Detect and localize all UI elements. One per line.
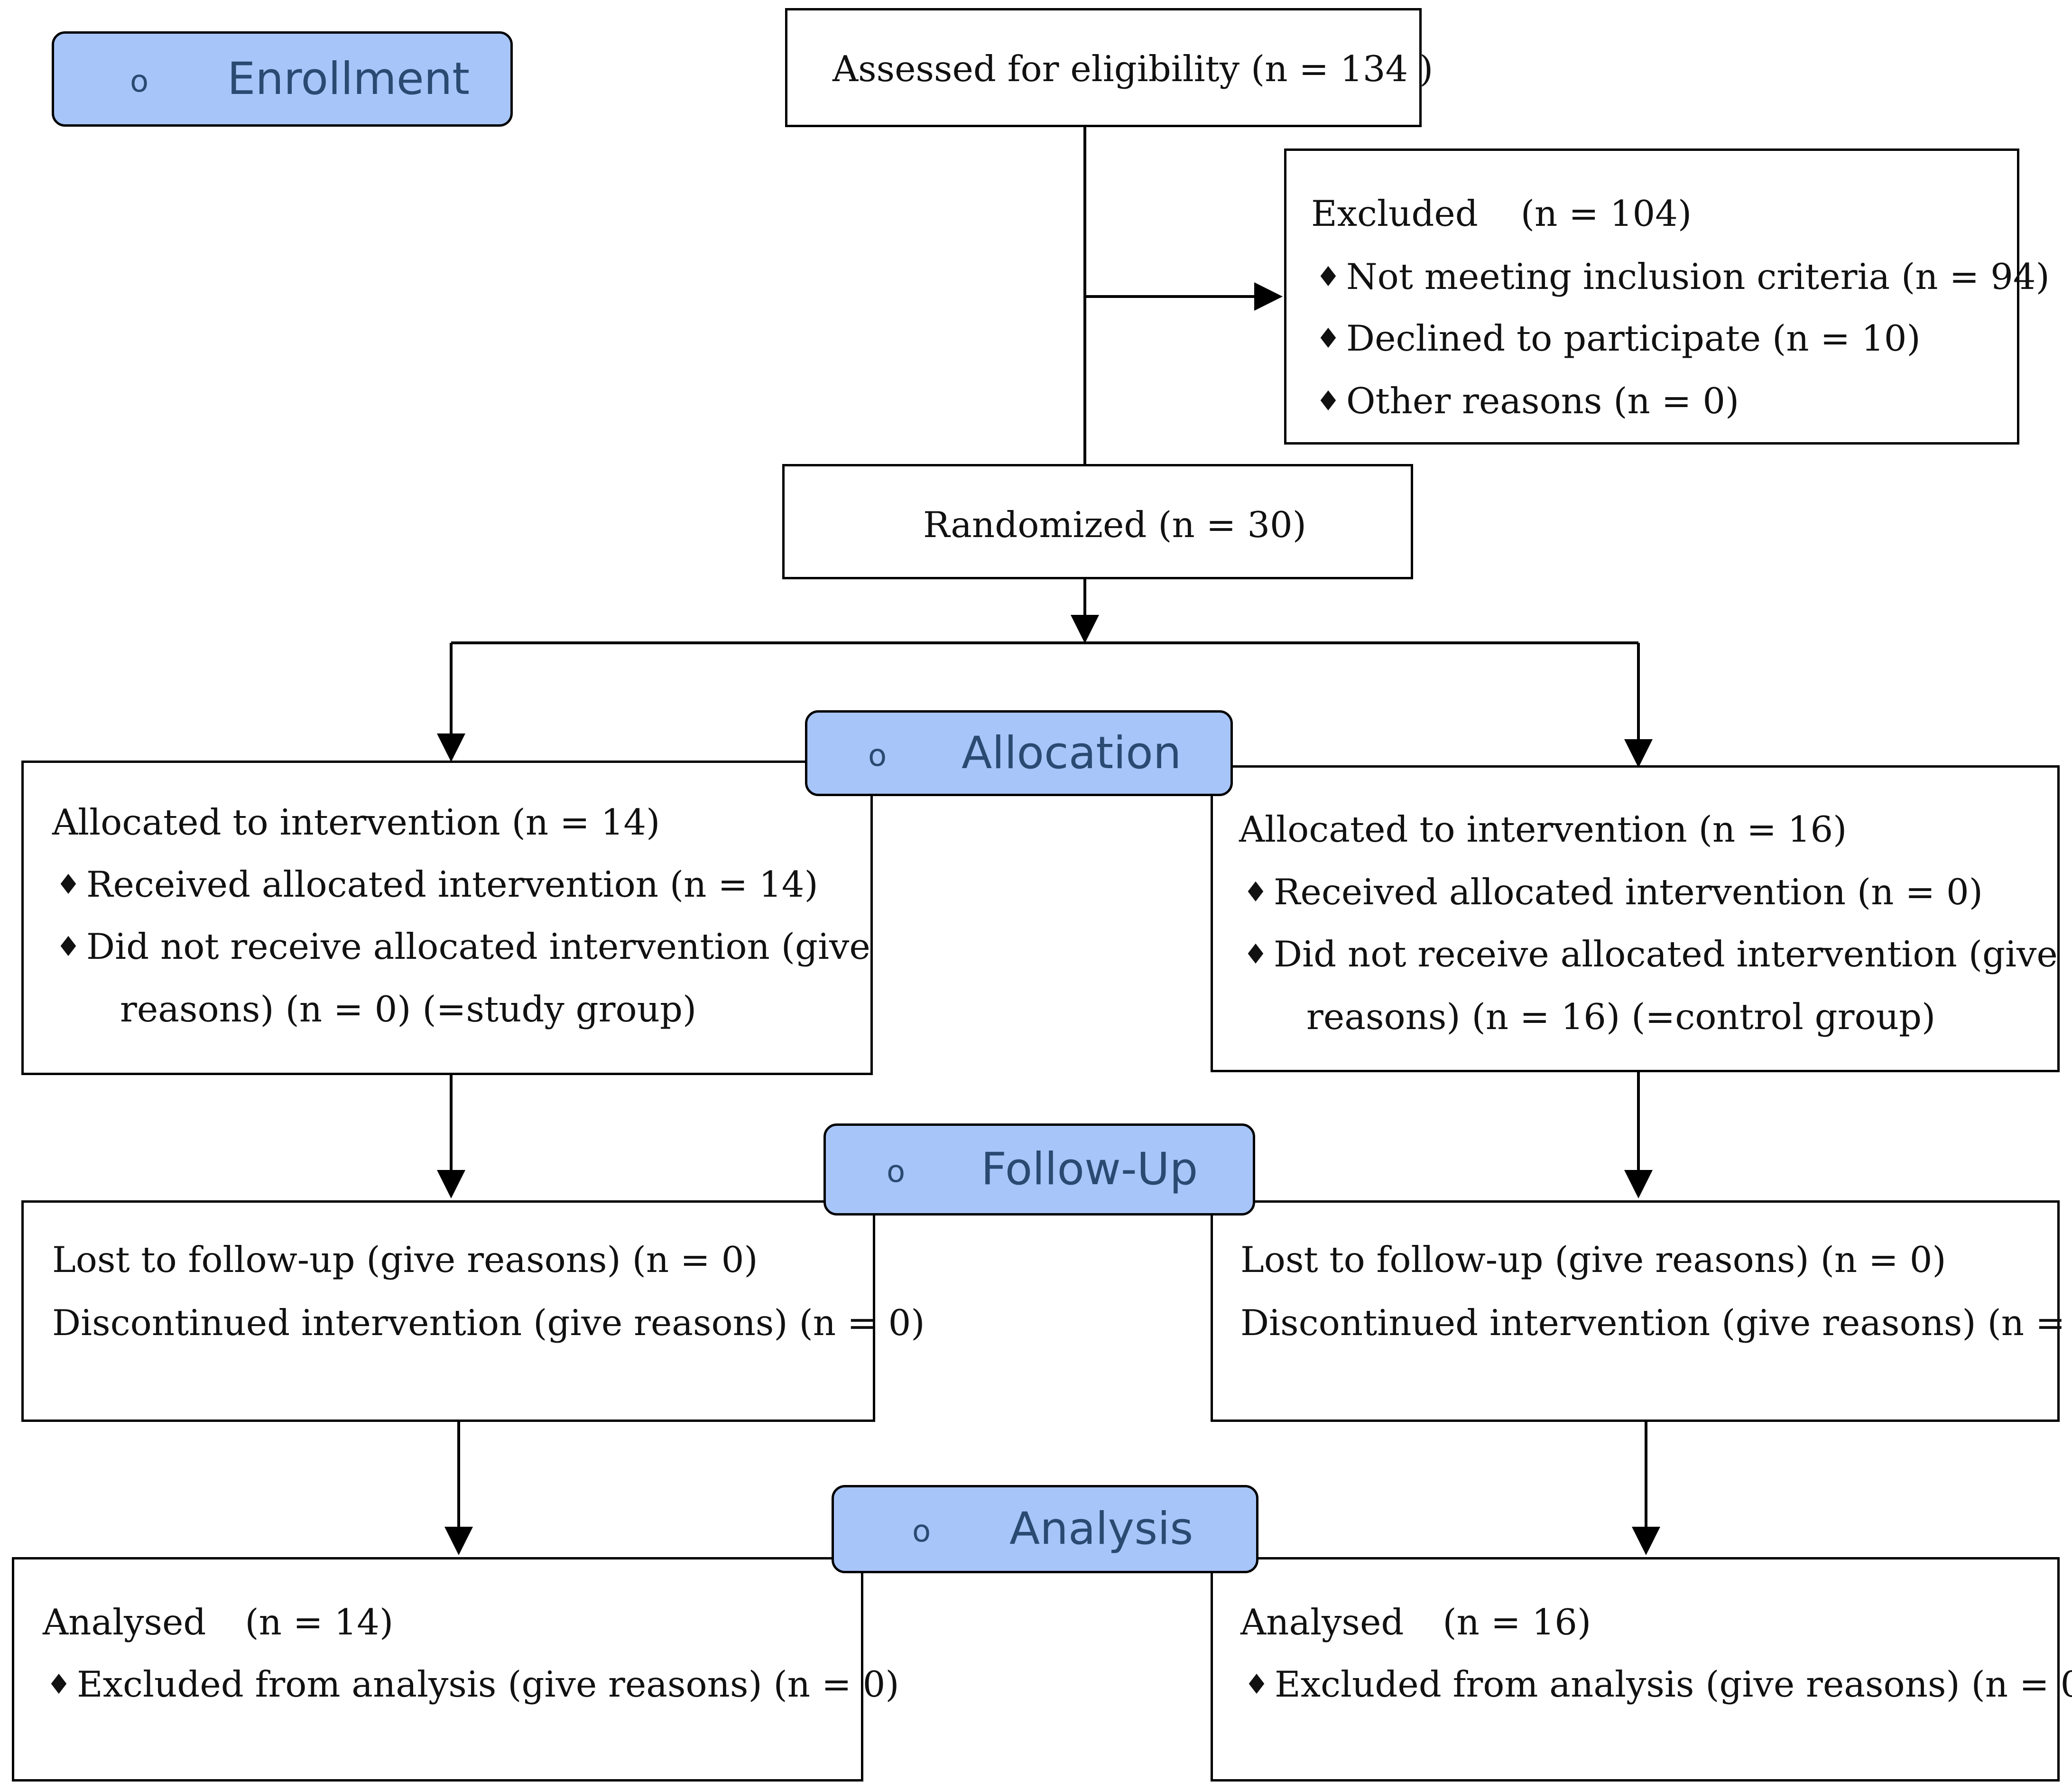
diamond-bullet-icon: ♦ (46, 1668, 71, 1700)
followup-right-box: Lost to follow-up (give reasons) (n = 0)… (1211, 1200, 2072, 1422)
circle-marker-icon: o (130, 64, 149, 99)
analysis-left-title: Analysed (43, 1601, 206, 1643)
allocation-left-not-received: Did not receive allocated intervention (… (86, 926, 870, 967)
stage-label-enrollment: o Enrollment (52, 31, 513, 127)
allocation-right-not-received-cont: reasons) (n = 16) (=control group) (1306, 996, 1936, 1038)
excluded-heading: Excluded (n = 104) (1311, 196, 1692, 232)
allocation-right-item: ♦Received allocated intervention (n = 0) (1243, 874, 1983, 910)
diamond-bullet-icon: ♦ (1243, 876, 1268, 908)
diamond-bullet-icon: ♦ (1316, 322, 1341, 354)
stage-label-analysis: o Analysis (832, 1485, 1258, 1573)
stage-label-allocation: o Allocation (805, 710, 1233, 796)
analysis-left-excluded: Excluded from analysis (give reasons) (n… (77, 1663, 899, 1705)
excluded-item: ♦Other reasons (n = 0) (1316, 383, 1739, 419)
diamond-bullet-icon: ♦ (1316, 385, 1341, 417)
stage-label-text: Enrollment (227, 53, 470, 105)
allocation-left-not-received-cont: reasons) (n = 0) (=study group) (120, 988, 697, 1030)
diamond-bullet-icon: ♦ (56, 868, 81, 900)
excluded-item-text: Not meeting inclusion criteria (n = 94) (1346, 256, 2050, 297)
eligibility-text: Assessed for eligibility (n = 134 ) (832, 48, 1434, 90)
excluded-item: ♦Declined to participate (n = 10) (1316, 321, 1921, 356)
diamond-bullet-icon: ♦ (1243, 938, 1268, 970)
stage-label-text: Follow-Up (981, 1143, 1198, 1195)
eligibility-box: Assessed for eligibility (n = 134 ) (785, 8, 1433, 127)
diamond-bullet-icon: ♦ (1316, 260, 1341, 293)
stage-label-text: Allocation (962, 727, 1182, 779)
randomized-text: Randomized (n = 30) (923, 504, 1307, 546)
analysis-right-item: ♦Excluded from analysis (give reasons) (… (1244, 1667, 2072, 1702)
excluded-title: Excluded (1311, 193, 1478, 234)
excluded-box: Excluded(n = 104) ♦Not meeting inclusion… (1284, 148, 2050, 445)
analysis-right-title: Analysed (1240, 1601, 1404, 1643)
followup-left-box: Lost to follow-up (give reasons) (n = 0)… (21, 1200, 925, 1422)
circle-marker-icon: o (887, 1154, 906, 1190)
analysis-right-count: (n = 16) (1443, 1601, 1591, 1643)
allocation-right-item: ♦Did not receive allocated intervention … (1243, 937, 2058, 972)
excluded-count: (n = 104) (1520, 193, 1692, 234)
circle-marker-icon: o (868, 738, 887, 773)
allocation-left-title: Allocated to intervention (n = 14) (52, 801, 660, 843)
analysis-right-box: Analysed(n = 16) ♦Excluded from analysis… (1211, 1557, 2072, 1782)
analysis-right-excluded: Excluded from analysis (give reasons) (n… (1275, 1663, 2072, 1705)
followup-left-discontinued: Discontinued intervention (give reasons)… (52, 1302, 925, 1344)
followup-left-lost: Lost to follow-up (give reasons) (n = 0) (52, 1239, 758, 1281)
stage-label-follow-up: o Follow-Up (823, 1123, 1255, 1216)
allocation-left-box: Allocated to intervention (n = 14) ♦Rece… (21, 761, 873, 1075)
randomized-box: Randomized (n = 30) (782, 464, 1413, 579)
followup-right-discontinued: Discontinued intervention (give reasons)… (1240, 1302, 2072, 1344)
allocation-left-received: Received allocated intervention (n = 14) (86, 863, 818, 905)
analysis-left-count: (n = 14) (245, 1601, 394, 1643)
analysis-right-heading: Analysed(n = 16) (1240, 1605, 1591, 1640)
circle-marker-icon: o (912, 1514, 931, 1550)
allocation-left-item: ♦Received allocated intervention (n = 14… (56, 867, 818, 902)
excluded-item-text: Other reasons (n = 0) (1346, 380, 1739, 422)
allocation-right-received: Received allocated intervention (n = 0) (1274, 871, 1983, 913)
excluded-item: ♦Not meeting inclusion criteria (n = 94) (1316, 259, 2050, 295)
diamond-bullet-icon: ♦ (56, 930, 81, 963)
allocation-right-title: Allocated to intervention (n = 16) (1239, 808, 1847, 850)
excluded-item-text: Declined to participate (n = 10) (1346, 317, 1921, 359)
followup-right-lost: Lost to follow-up (give reasons) (n = 0) (1240, 1239, 1946, 1281)
allocation-right-box: Allocated to intervention (n = 16) ♦Rece… (1211, 765, 2060, 1072)
analysis-left-heading: Analysed(n = 14) (43, 1605, 393, 1640)
analysis-left-item: ♦Excluded from analysis (give reasons) (… (46, 1667, 899, 1702)
stage-label-text: Analysis (1009, 1503, 1193, 1555)
diamond-bullet-icon: ♦ (1244, 1668, 1269, 1700)
analysis-left-box: Analysed(n = 14) ♦Excluded from analysis… (12, 1557, 899, 1782)
allocation-left-item: ♦Did not receive allocated intervention … (56, 929, 870, 965)
allocation-right-not-received: Did not receive allocated intervention (… (1274, 933, 2058, 975)
